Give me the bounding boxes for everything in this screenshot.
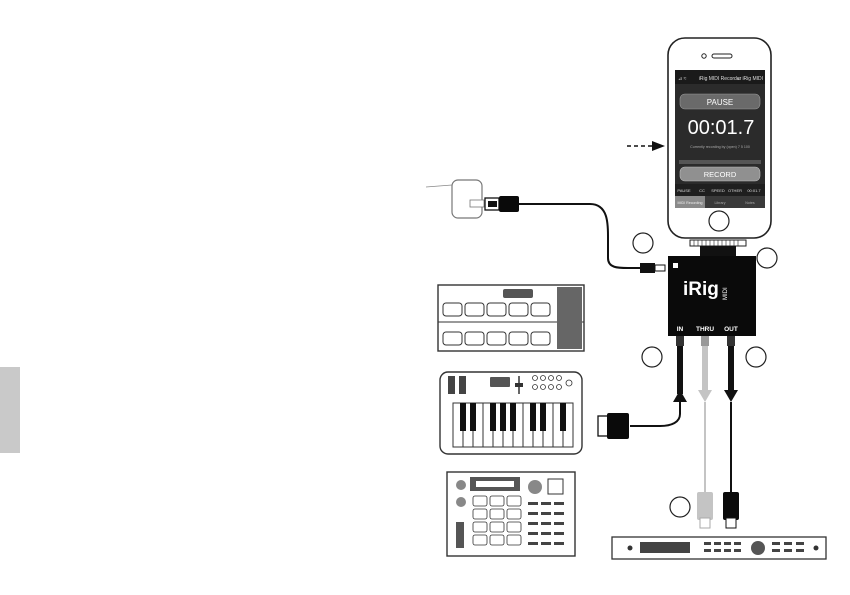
callout-marker (633, 233, 653, 253)
callout-marker (670, 497, 690, 517)
bottom-button-speed[interactable]: SPEED (711, 188, 725, 193)
rack-sound-module (612, 537, 826, 559)
midi-keyboard (440, 372, 629, 454)
bottom-button-cc[interactable]: CC (699, 188, 705, 193)
port-label-in: IN (677, 326, 684, 333)
level-meter (679, 160, 761, 164)
iphone: ⊿ ≈ iRig MIDI Recorder ⊿ iRig MIDI PAUSE… (668, 38, 771, 238)
brand-sub-logo: MIDI (723, 287, 729, 300)
port-label-thru: THRU (696, 326, 714, 333)
callout-marker (642, 347, 662, 367)
usb-port-icon (673, 263, 678, 268)
bottom-button-row: PAUSE CC SPEED OTHER 00:01.7 (677, 188, 761, 193)
midi-cable-out (723, 336, 739, 528)
tab-library-label: Library (715, 201, 726, 205)
status-right: ⊿ iRig MIDI (737, 76, 763, 82)
brand-logo: iRig (683, 279, 719, 300)
elapsed-timer: 00:01.7 (688, 117, 755, 139)
bottom-button-time[interactable]: 00:01.7 (747, 188, 761, 193)
usb-power-adapter (426, 180, 484, 218)
callout-marker (746, 347, 766, 367)
pause-button-label: PAUSE (707, 98, 734, 107)
callout-marker (757, 248, 777, 268)
record-button-label: RECORD (704, 170, 737, 179)
port-label-out: OUT (724, 326, 738, 333)
tab-notes-label: Notes (745, 201, 755, 205)
status-left: ⊿ ≈ (678, 76, 687, 82)
irig-midi-interface: iRig MIDI IN THRU OUT (668, 240, 756, 336)
drum-machine (447, 472, 575, 556)
midi-foot-controller (438, 285, 584, 351)
app-nav-title: iRig MIDI Recorder (699, 76, 742, 82)
bottom-button-pause[interactable]: PAUSE (677, 188, 691, 193)
bottom-button-other[interactable]: OTHER (728, 188, 742, 193)
tab-midi-recording-label: MIDI Recording (678, 201, 703, 205)
recording-info: Currently recording by (open) 7 5 100 (690, 145, 750, 149)
iphone-screen: ⊿ ≈ iRig MIDI Recorder ⊿ iRig MIDI PAUSE… (675, 70, 765, 208)
dashed-arrow (627, 141, 665, 151)
midi-cable-thru (697, 336, 713, 528)
